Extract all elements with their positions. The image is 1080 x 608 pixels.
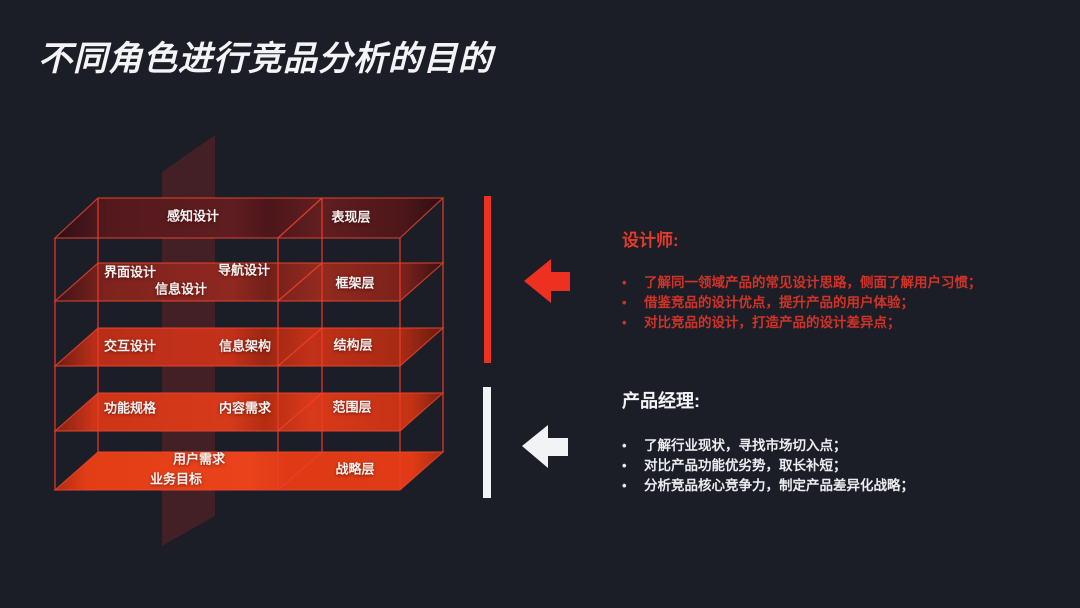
designer-arrow-icon [524, 259, 570, 303]
list-item: • 分析竞品核心竞争力，制定产品差异化战略； [622, 476, 1067, 496]
layer-cell-label: 用户需求 [172, 451, 226, 467]
pm-section-title: 产品经理: [622, 391, 700, 411]
layer-level-label: 表现层 [331, 209, 371, 225]
layer-level-label: 结构层 [333, 337, 373, 353]
bullet-dot-icon: • [622, 295, 627, 310]
pm-bullet-list: • 了解行业现状，寻找市场切入点； • 对比产品功能优劣势，取长补短； • 分析… [622, 436, 1067, 496]
bullet-dot-icon: • [622, 438, 627, 453]
layer-cell-label: 业务目标 [149, 471, 203, 487]
layer-level-label: 范围层 [332, 399, 372, 415]
designer-section-title: 设计师: [622, 231, 679, 250]
layer-cell-label: 界面设计 [103, 264, 157, 280]
layer-cell-label: 交互设计 [103, 338, 157, 354]
list-item: • 对比产品功能优劣势，取长补短； [622, 456, 1067, 476]
designer-bullet-list: • 了解同一领域产品的常见设计思路，侧面了解用户习惯； • 借鉴竞品的设计优点，… [622, 273, 1067, 333]
list-item: • 了解行业现状，寻找市场切入点； [622, 436, 1067, 456]
list-item: • 对比竞品的设计，打造产品的设计差异点； [622, 313, 1067, 333]
bullet-text: 分析竞品核心竞争力，制定产品差异化战略； [644, 478, 914, 493]
designer-section: 设计师: • 了解同一领域产品的常见设计思路，侧面了解用户习惯； • 借鉴竞品的… [622, 231, 1067, 333]
layer-cell-label: 内容需求 [218, 400, 272, 416]
divider-edges [277, 197, 323, 491]
bullet-text: 对比竞品的设计，打造产品的设计差异点； [644, 315, 901, 330]
layer-cell-label: 信息架构 [218, 338, 272, 354]
bullet-dot-icon: • [622, 315, 627, 330]
layer-surface-presentation [53, 197, 445, 239]
layer-level-label: 战略层 [335, 461, 375, 477]
layer-level-label: 框架层 [335, 275, 375, 291]
layer-cell-label: 感知设计 [166, 208, 220, 224]
bullet-text: 了解同一领域产品的常见设计思路，侧面了解用户习惯； [644, 275, 982, 290]
bullet-text: 对比产品功能优劣势，取长补短； [644, 458, 847, 473]
bullet-dot-icon: • [622, 478, 627, 493]
pm-section: 产品经理: • 了解行业现状，寻找市场切入点； • 对比产品功能优劣势，取长补短… [622, 391, 1067, 496]
list-item: • 借鉴竞品的设计优点，提升产品的用户体验； [622, 293, 1067, 313]
pm-accent-bar [483, 387, 491, 498]
bullet-dot-icon: • [622, 458, 627, 473]
bullet-text: 借鉴竞品的设计优点，提升产品的用户体验； [644, 295, 914, 310]
pm-arrow-icon [522, 425, 568, 468]
bullet-text: 了解行业现状，寻找市场切入点； [644, 438, 847, 453]
list-item: • 了解同一领域产品的常见设计思路，侧面了解用户习惯； [622, 273, 1067, 293]
layer-surface-strategy [53, 451, 445, 491]
layer-cell-label: 导航设计 [217, 262, 271, 278]
designer-accent-bar [484, 196, 491, 363]
layer-cell-label: 功能规格 [103, 400, 157, 416]
bullet-dot-icon: • [622, 275, 627, 290]
layer-cell-label: 信息设计 [154, 281, 208, 297]
page-title: 不同角色进行竞品分析的目的 [38, 40, 493, 78]
wireframe-verticals [54, 198, 444, 490]
